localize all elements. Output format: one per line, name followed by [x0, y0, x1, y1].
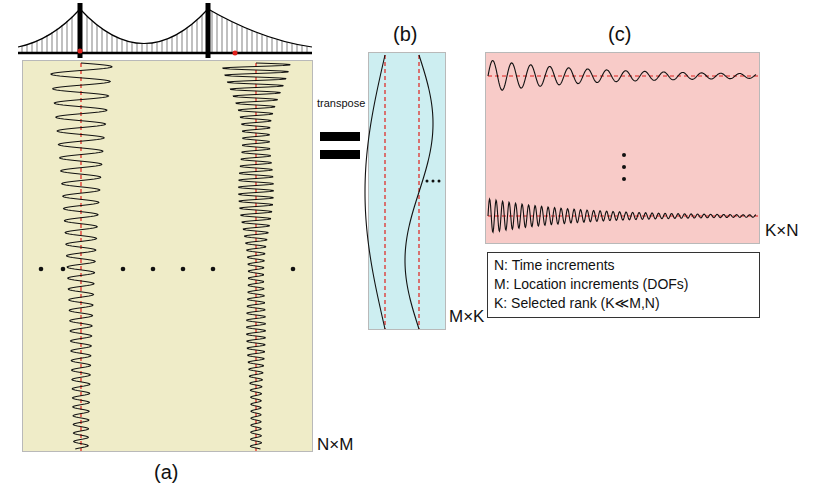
- definition-line: M: Location increments (DOFs): [494, 275, 753, 294]
- operation-label: transpose: [317, 97, 365, 110]
- matrix-size: K×N: [765, 221, 799, 241]
- mode-shape-panel: (b)M×K: [368, 52, 446, 330]
- equals-sign: [320, 132, 360, 159]
- matrix-size: N×M: [317, 435, 353, 455]
- definition-box: N: Time incrementsM: Location increments…: [487, 252, 760, 318]
- suspension-bridge: [18, 3, 312, 58]
- signal-plot: [486, 53, 761, 245]
- signal-plot: [23, 61, 314, 453]
- matrix-size: M×K: [449, 307, 484, 327]
- time-history-panel: (c)K×N: [485, 52, 760, 244]
- definition-line: N: Time increments: [494, 256, 753, 275]
- definition-line: K: Selected rank (K≪M,N): [494, 294, 753, 313]
- data-matrix-panel: N×M(a): [22, 60, 313, 452]
- panel-label: (c): [608, 23, 631, 46]
- panel-label: (b): [393, 23, 417, 46]
- panel-label: (a): [154, 461, 178, 484]
- signal-plot: [369, 53, 447, 331]
